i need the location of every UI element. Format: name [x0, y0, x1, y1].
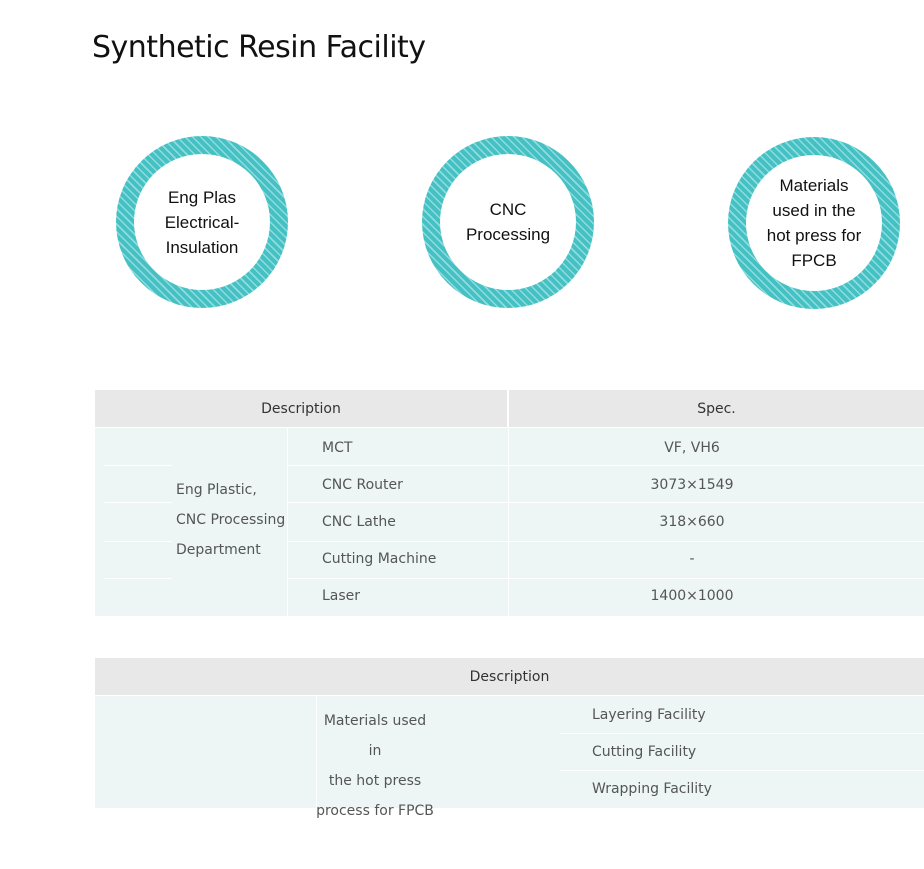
- table-row-spec: 1400×1000: [650, 588, 734, 604]
- department-label: Eng Plastic, CNC Processing Department: [176, 482, 286, 558]
- circle-label: Eng Plas Electrical- Insulation: [164, 187, 240, 257]
- cnc-processing-circle: CNC Processing: [422, 136, 594, 308]
- table-row-item: CNC Lathe: [322, 514, 396, 530]
- eng-plas-circle: Eng Plas Electrical- Insulation: [116, 136, 288, 308]
- header-spec: Spec.: [509, 390, 924, 427]
- page-title: Synthetic Resin Facility: [92, 30, 426, 65]
- fpcb-materials-circle: Materials used in the hot press for FPCB: [728, 137, 900, 309]
- table-body: [95, 696, 924, 808]
- table-row-item: Layering Facility: [592, 707, 706, 723]
- table-row-item: Wrapping Facility: [592, 781, 712, 797]
- group-label: Materials used in the hot press process …: [316, 713, 434, 819]
- table-row-item: MCT: [322, 440, 353, 456]
- table-row-item: Cutting Machine: [322, 551, 437, 567]
- table-row-spec: VF, VH6: [664, 440, 720, 456]
- header-description: Description: [95, 658, 924, 695]
- circle-label: Materials used in the hot press for FPCB: [766, 176, 862, 270]
- table-body: [95, 428, 924, 616]
- table-row-spec: 318×660: [659, 514, 725, 530]
- table-row-spec: 3073×1549: [650, 477, 734, 493]
- table-row-item: Cutting Facility: [592, 744, 697, 760]
- circle-label: CNC Processing: [465, 200, 551, 244]
- table-row-item: Laser: [322, 588, 361, 604]
- header-description: Description: [95, 390, 507, 427]
- table-row-spec: -: [689, 551, 695, 567]
- table-row-item: CNC Router: [322, 477, 403, 493]
